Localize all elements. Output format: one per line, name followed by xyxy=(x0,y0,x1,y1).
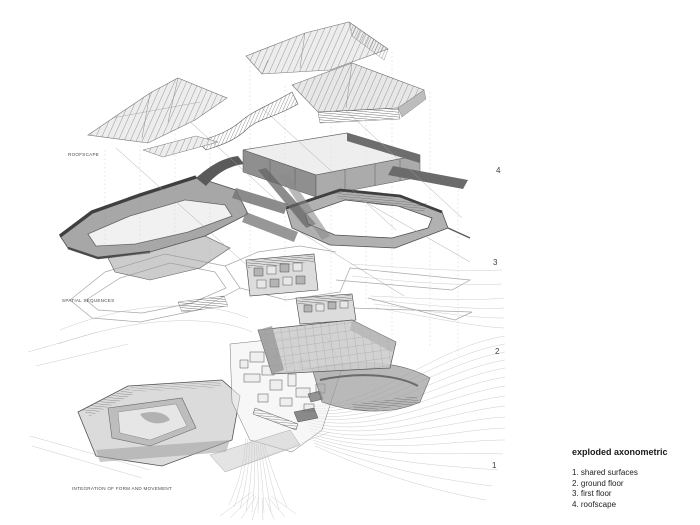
layer-ground-floor xyxy=(69,245,473,375)
roofscape-layer-label: ROOFSCAPE xyxy=(68,152,100,157)
integration-label: INTEGRATION OF FORM AND MOVEMENT xyxy=(72,486,173,491)
layer-number-1: 1 xyxy=(492,461,497,470)
legend-item-ground-floor: 2. ground floor xyxy=(572,478,624,488)
layer-roofscape xyxy=(87,21,427,158)
layer-number-4: 4 xyxy=(496,166,501,175)
spatial-sequences-label: SPATIAL SEQUENCES xyxy=(62,298,115,303)
legend-item-first-floor: 3. first floor xyxy=(572,489,612,498)
legend: exploded axonometric 1. shared surfaces … xyxy=(572,447,668,510)
legend-item-shared-surfaces: 1. shared surfaces xyxy=(572,468,638,477)
legend-title: exploded axonometric xyxy=(572,447,668,457)
layer-number-3: 3 xyxy=(493,258,498,267)
legend-item-roofscape: 4. roofscape xyxy=(572,499,617,509)
layer-first-floor xyxy=(58,95,471,297)
layer-number-2: 2 xyxy=(495,347,500,356)
